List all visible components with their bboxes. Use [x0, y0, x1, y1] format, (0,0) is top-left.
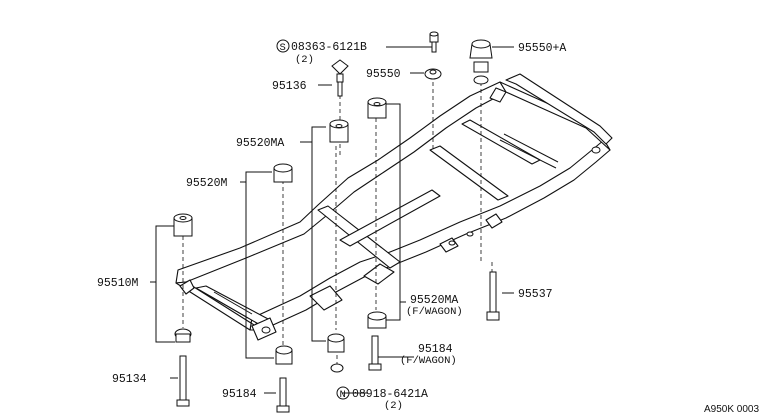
lower-cushions: [275, 311, 387, 373]
leader-lines: [150, 46, 514, 394]
cushion-95520m: [273, 163, 293, 183]
cushion-95510m: [173, 213, 193, 343]
label-95520ma-wagon: 95520MA: [410, 294, 458, 307]
vehicle-frame: [175, 73, 613, 341]
bracket-95136: [331, 59, 349, 97]
label-08918: 08918-6421A: [352, 388, 428, 401]
label-08363: 08363-6121B: [291, 41, 367, 54]
label-95134: 95134: [112, 373, 147, 386]
label-95537: 95537: [518, 288, 553, 301]
label-95520ma-top: 95520MA: [236, 137, 284, 150]
cushion-95520ma-wagon-upper: [367, 97, 387, 119]
label-95550: 95550: [366, 68, 401, 81]
s-symbol-icon: [276, 39, 290, 53]
label-95184-right-note: (F/WAGON): [400, 355, 457, 367]
label-95510m: 95510M: [97, 277, 139, 290]
bushing-95550-a: [469, 39, 493, 85]
bolts: [176, 271, 500, 413]
n-symbol-icon: [336, 386, 350, 400]
label-08918-qty: (2): [384, 400, 403, 412]
n-symbol-letter: N: [340, 389, 346, 401]
label-95520m: 95520M: [186, 177, 228, 190]
s-symbol-letter: S: [280, 42, 286, 54]
label-08363-qty: (2): [295, 54, 314, 66]
label-95136: 95136: [272, 80, 307, 93]
reference-code: A950K 0003: [704, 404, 759, 415]
bushing-95550: [424, 68, 442, 80]
label-95520ma-wagon-note: (F/WAGON): [406, 306, 463, 318]
cushion-95520ma-top: [329, 119, 349, 143]
label-95184-left: 95184: [222, 388, 257, 401]
label-95550-a: 95550+A: [518, 42, 566, 55]
bolt-08363: [429, 31, 439, 53]
label-95184-right: 95184: [418, 343, 453, 356]
